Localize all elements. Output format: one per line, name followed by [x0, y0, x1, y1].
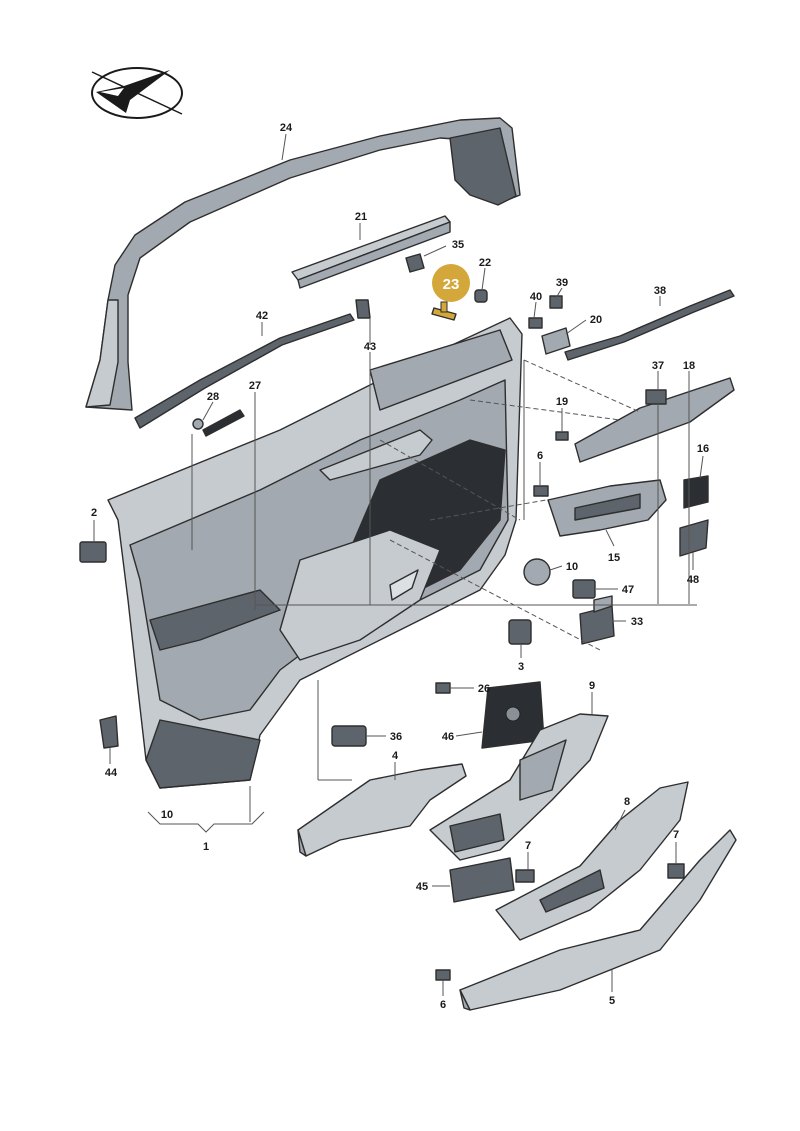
part-27 [202, 409, 245, 437]
callout-24[interactable]: 24 [280, 122, 293, 134]
part-46-control-panel [481, 681, 545, 749]
part-35-clip [405, 253, 425, 273]
callout-43[interactable]: 43 [364, 341, 376, 353]
callout-35[interactable]: 35 [452, 239, 464, 251]
part-19-screw [555, 431, 569, 441]
callout-16[interactable]: 16 [697, 443, 709, 455]
callout-27[interactable]: 27 [249, 380, 261, 392]
part-23-screw [431, 301, 457, 321]
callout-7-a[interactable]: 7 [525, 840, 531, 852]
part-37-clip [645, 389, 667, 405]
part-3-switch [508, 619, 532, 645]
part-7-clip-a [515, 869, 535, 883]
callout-28[interactable]: 28 [207, 391, 219, 403]
highlight-number: 23 [443, 276, 460, 293]
part-28 [192, 418, 204, 430]
callout-1[interactable]: 1 [203, 841, 209, 853]
callout-21[interactable]: 21 [355, 211, 367, 223]
callout-18[interactable]: 18 [683, 360, 695, 372]
callout-38[interactable]: 38 [654, 285, 666, 297]
part-45-switch-block [449, 857, 515, 903]
callout-37[interactable]: 37 [652, 360, 664, 372]
part-15-handle [547, 479, 667, 537]
part-10-cover [523, 558, 551, 586]
callout-6-lower[interactable]: 6 [440, 999, 446, 1011]
callout-44[interactable]: 44 [105, 767, 118, 779]
callout-22[interactable]: 22 [479, 257, 491, 269]
callout-labels: 24 21 35 22 39 40 38 20 42 43 37 18 27 2… [91, 122, 709, 1011]
callout-3[interactable]: 3 [518, 661, 524, 673]
callout-45[interactable]: 45 [416, 881, 428, 893]
callout-47[interactable]: 47 [622, 584, 634, 596]
callout-7-b[interactable]: 7 [673, 829, 679, 841]
callout-9[interactable]: 9 [589, 680, 595, 692]
part-33-switch [579, 595, 615, 645]
checkmark-logo [91, 67, 183, 119]
callout-5[interactable]: 5 [609, 995, 615, 1007]
part-trim-panel [574, 377, 735, 463]
callout-36[interactable]: 36 [390, 731, 402, 743]
highlight-badge-23[interactable]: 23 [432, 264, 470, 302]
part-48-cap [679, 519, 709, 557]
callout-6-upper[interactable]: 6 [537, 450, 543, 462]
callout-42[interactable]: 42 [256, 310, 268, 322]
part-43-clip [355, 299, 371, 319]
leader-lines [93, 133, 704, 996]
callout-10-lower[interactable]: 10 [161, 809, 173, 821]
callout-2[interactable]: 2 [91, 507, 97, 519]
callout-33[interactable]: 33 [631, 616, 643, 628]
callout-40[interactable]: 40 [530, 291, 542, 303]
callout-4[interactable]: 4 [392, 750, 399, 762]
part-upper-trim-strip [291, 215, 451, 289]
part-door-panel [107, 317, 523, 789]
part-window-strip [564, 289, 735, 361]
part-7-clip-b [667, 863, 685, 879]
part-22-clip [474, 289, 488, 303]
part-40-clip [528, 317, 543, 329]
callout-8[interactable]: 8 [624, 796, 630, 808]
part-26-screw [435, 682, 451, 694]
part-sealing-strip [134, 313, 355, 429]
part-9-console [429, 713, 609, 861]
callout-10-upper[interactable]: 10 [566, 561, 578, 573]
callout-39[interactable]: 39 [556, 277, 568, 289]
callout-46[interactable]: 46 [442, 731, 454, 743]
part-4-armrest [297, 763, 467, 857]
part-44-clip [99, 715, 119, 749]
callout-19[interactable]: 19 [556, 396, 568, 408]
part-47-switch [572, 579, 596, 599]
part-6-screw-lower [435, 969, 451, 981]
callout-15[interactable]: 15 [608, 552, 620, 564]
part-6-screw-upper [533, 485, 549, 497]
part-window-frame-trim [85, 117, 521, 411]
part-8-trim [495, 781, 689, 941]
part-16-cap [683, 475, 709, 509]
part-2-switch [79, 541, 107, 563]
part-20-bracket [541, 327, 571, 355]
callout-20[interactable]: 20 [590, 314, 602, 326]
part-39-clip [549, 295, 563, 309]
part-36-switch [331, 725, 367, 747]
callout-26[interactable]: 26 [478, 683, 490, 695]
callout-48[interactable]: 48 [687, 574, 699, 586]
part-5-armrest [459, 829, 737, 1011]
